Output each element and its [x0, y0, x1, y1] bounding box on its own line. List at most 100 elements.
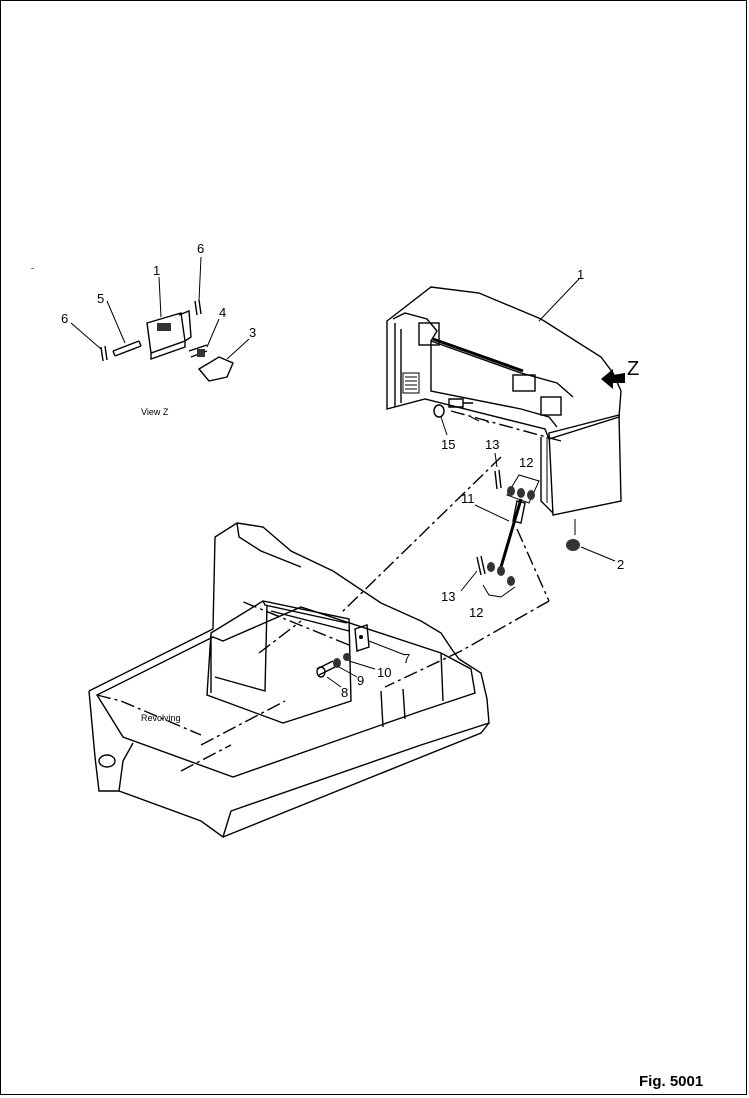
- clip-13-bottom: [476, 555, 486, 576]
- washer-12f: [507, 576, 515, 586]
- frame-upper-ridge: [236, 522, 302, 568]
- part-15: 15: [433, 398, 473, 452]
- part-2: 2: [566, 519, 624, 572]
- phantom-deck-diagonal: [200, 700, 286, 746]
- bolt-15: [448, 398, 473, 408]
- hood-vent-panel: [402, 372, 420, 394]
- phantom-box-diagonal: [258, 620, 302, 654]
- washer-12c: [527, 490, 535, 500]
- bolt-8: [316, 660, 336, 676]
- hood-inner-rim: [392, 312, 558, 428]
- frame-hole: [98, 754, 116, 768]
- figure-label: Fig. 5001: [639, 1073, 704, 1090]
- battery-box: [206, 600, 352, 724]
- leader-15: [440, 416, 448, 436]
- cotter-pin-top: [194, 299, 202, 316]
- bracket-side: [178, 309, 192, 342]
- leader-9: [338, 666, 358, 678]
- callout-11: 11: [461, 491, 475, 506]
- callout-8: 8: [341, 685, 348, 700]
- revolving-frame: Revolving: [88, 522, 490, 839]
- bolt-8-head: [316, 666, 326, 678]
- part-11-gas-spring: 11: [461, 491, 526, 568]
- frame-inner-deck: [96, 606, 476, 778]
- phantom-bracket-box: [240, 600, 350, 646]
- view-z-detail: 1 6 5 6 4 3 View Z -: [31, 241, 256, 417]
- hood-hinge-right: [540, 396, 562, 416]
- washer-12a: [507, 486, 515, 496]
- callout-13-top: 13: [485, 437, 499, 452]
- callout-vz-6-top: 6: [197, 241, 204, 256]
- washer-12d: [487, 562, 495, 572]
- phantom-spring-to-frame: [384, 600, 550, 688]
- leader-5: [106, 300, 126, 344]
- leader-13-top: [494, 452, 498, 468]
- hood-hinge-left: [418, 322, 440, 346]
- frame-posts: [380, 688, 406, 728]
- gas-spring-bottom-parts: 13 12: [441, 555, 516, 620]
- leader-6-left: [70, 322, 102, 350]
- phantom-lines: [96, 410, 562, 772]
- phantom-left-deck: [96, 694, 202, 736]
- hood-top: [386, 286, 622, 440]
- phantom-spring-right: [516, 528, 550, 602]
- nut-2: [566, 539, 580, 551]
- leader-11: [474, 504, 510, 522]
- direction-label-z: Z: [627, 358, 639, 380]
- callout-vz-3: 3: [249, 325, 256, 340]
- gas-spring-cylinder: [512, 500, 526, 524]
- leader-7: [368, 640, 406, 656]
- bracket-plate: [146, 312, 186, 360]
- frame-left-end: [88, 690, 134, 792]
- phantom-deck-low: [180, 744, 232, 772]
- callout-vz-1: 1: [153, 263, 160, 278]
- leader-8: [326, 676, 342, 688]
- phantom-long-diagonal: [340, 456, 502, 614]
- bracket-12-bottom: [482, 584, 516, 598]
- hood-inner-top: [430, 340, 574, 398]
- callout-vz-6-left: 6: [61, 311, 68, 326]
- washer-12b: [517, 488, 525, 498]
- washer-12e: [497, 566, 505, 576]
- frame-post-right: [440, 652, 444, 702]
- bracket-7-hole: [359, 635, 363, 639]
- bracket-7: [354, 624, 370, 652]
- leader-1-vz: [158, 276, 162, 318]
- callout-12-top: 12: [519, 455, 533, 470]
- callout-7: 7: [403, 651, 410, 666]
- hood-support-bar: [432, 337, 524, 373]
- callout-2: 2: [617, 557, 624, 572]
- cotter-pin-left: [100, 345, 108, 362]
- phantom-hood-rear: [450, 410, 562, 442]
- leader-3: [226, 338, 250, 360]
- frame-label-revolving: Revolving: [141, 713, 181, 723]
- leader-4: [206, 318, 220, 348]
- washer-10: [343, 653, 351, 661]
- leader-6-top: [198, 256, 202, 302]
- gas-spring-rod: [499, 498, 523, 568]
- callout-hood-1: 1: [577, 267, 584, 282]
- leader-2: [580, 546, 616, 562]
- washer-9: [333, 658, 341, 668]
- hood-side-panel: [540, 414, 622, 516]
- battery-box-lip: [270, 610, 350, 632]
- washer-15: [433, 404, 445, 418]
- clip-13-top: [494, 469, 502, 490]
- leader-10: [348, 660, 376, 670]
- mount-parts: 7 10 9 8: [316, 624, 410, 700]
- frame-top-edge: [88, 522, 460, 692]
- callout-15: 15: [441, 437, 455, 452]
- callout-12-bottom: 12: [469, 605, 483, 620]
- callout-13-bottom: 13: [441, 589, 455, 604]
- arrow-icon: [601, 369, 625, 389]
- latch: [197, 356, 234, 382]
- battery-box-inner: [214, 604, 268, 692]
- callout-vz-4: 4: [219, 305, 226, 320]
- leader-13-bottom: [460, 570, 478, 592]
- callout-10: 10: [377, 665, 391, 680]
- bolt-head: [197, 349, 205, 357]
- stray-mark: -: [31, 263, 34, 273]
- gas-spring-top-parts: 13 12: [485, 437, 540, 504]
